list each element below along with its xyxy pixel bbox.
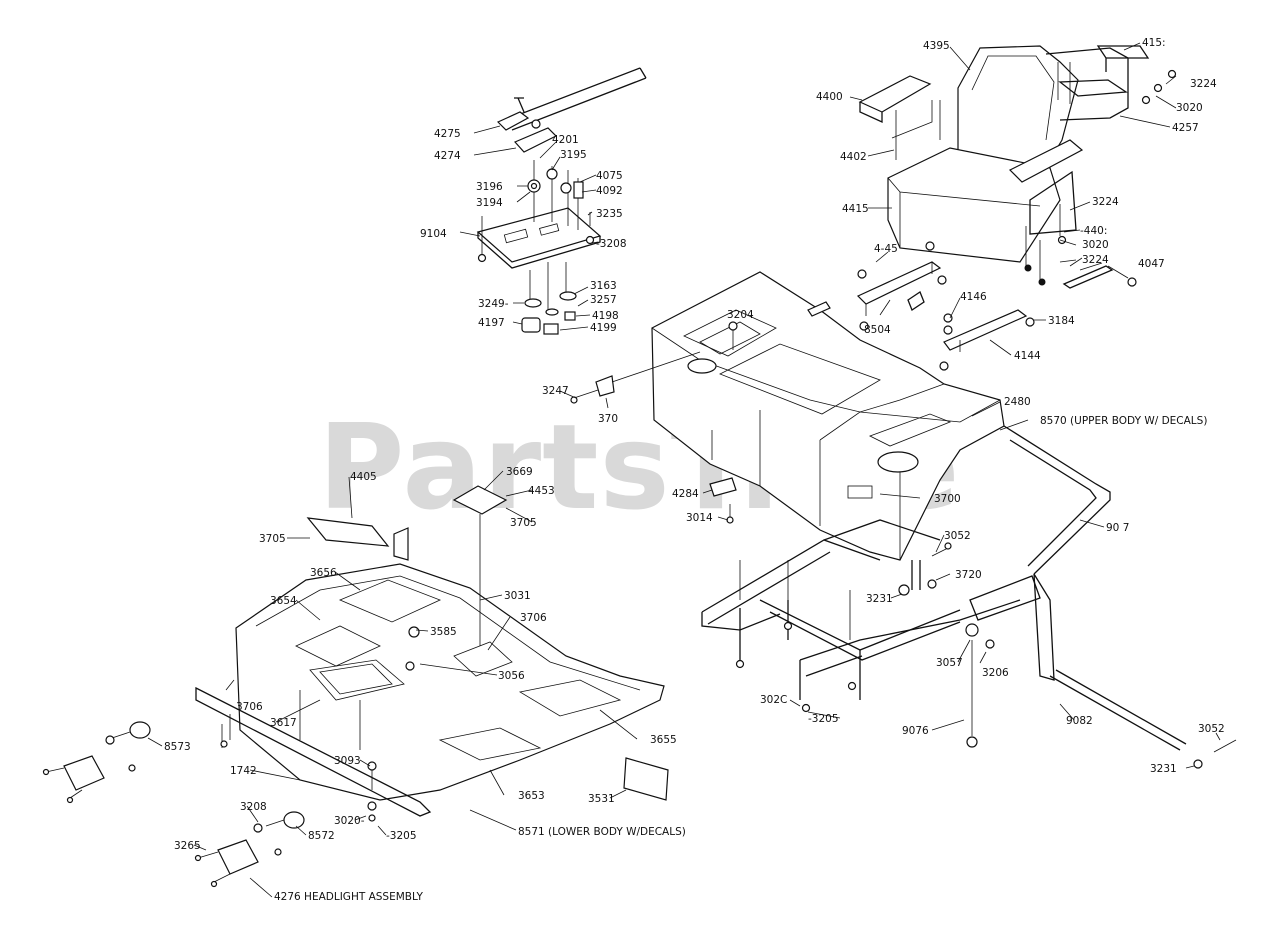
label-3163: 3163 (590, 280, 617, 292)
label-4284: 4284 (672, 488, 699, 500)
headlight-left (42, 721, 151, 804)
label-3020-lower: 3020- (334, 815, 365, 827)
label-3617: 3617 (270, 717, 297, 729)
label-3093: 3093 (334, 755, 361, 767)
label-2480: 2480 (1004, 396, 1031, 408)
label-4075: 4075 (596, 170, 623, 182)
label-3052-right: 3052 (1198, 723, 1225, 735)
label-3206: 3206 (982, 667, 1009, 679)
label-9082: 9082 (1066, 715, 1093, 727)
label-3224-top: 3224 (1190, 78, 1217, 90)
label-4405: 4405 (350, 471, 377, 483)
label-4047: 4047 (1138, 258, 1165, 270)
seat-assembly (858, 45, 1177, 289)
control-plate-assembly (476, 67, 647, 335)
label-4275: 4275 (434, 128, 461, 140)
label-4274: 4274 (434, 150, 461, 162)
label-3031: 3031 (504, 590, 531, 602)
label-3231-mid: 3231 (866, 593, 893, 605)
label-4402: 4402 (840, 151, 867, 163)
label-4400: 4400 (816, 91, 843, 103)
label-3057: 3057 (936, 657, 963, 669)
label-3655: 3655 (650, 734, 677, 746)
label-3196: 3196 (476, 181, 503, 193)
label-3184: 3184 (1048, 315, 1075, 327)
label-4146: 4146 (960, 291, 987, 303)
label-9076: 9076 (902, 725, 929, 737)
label-3231-right: 3231 (1150, 763, 1177, 775)
label-415: 415: (1142, 37, 1166, 49)
label-4092: 4092 (596, 185, 623, 197)
label-4197: 4197 (478, 317, 505, 329)
label-3653: 3653 (518, 790, 545, 802)
label-8504: 8504 (864, 324, 891, 336)
label-3654: 3654 (270, 595, 297, 607)
upper-body (570, 271, 1005, 561)
label-4401: -440: (1080, 225, 1107, 237)
label-3706-top: 3706 (520, 612, 547, 624)
label-9077: 90 7 (1106, 522, 1129, 534)
label-3014: 3014 (686, 512, 713, 524)
label-3020-frame: 302C (760, 694, 787, 706)
label-4453: 4453 (528, 485, 555, 497)
label-3249: 3249- (478, 298, 509, 310)
label-3205-frame: -3205 (808, 713, 839, 725)
label-3208-top: -3208 (596, 238, 627, 250)
label-3720: 3720 (955, 569, 982, 581)
headlight-right (194, 811, 305, 888)
label-8570-upper-body: 8570 (UPPER BODY W/ DECALS) (1040, 415, 1207, 427)
label-8573: 8573 (164, 741, 191, 753)
label-3205-lower: -3205 (386, 830, 417, 842)
label-3585: 3585 (430, 626, 457, 638)
label-4145: 4-45 (874, 243, 898, 255)
label-370: 370 (598, 413, 618, 425)
label-4257: 4257 (1172, 122, 1199, 134)
label-3052-mid: 3052 (944, 530, 971, 542)
lower-body (195, 485, 669, 822)
label-3700: 3700 (934, 493, 961, 505)
label-3531: 3531 (588, 793, 615, 805)
label-3706-left: 3706 (236, 701, 263, 713)
label-3247: 3247 (542, 385, 569, 397)
leader-lines (147, 42, 1221, 898)
label-3257: 3257 (590, 294, 617, 306)
frame (701, 425, 1237, 769)
label-3194: 3194 (476, 197, 503, 209)
label-8572: 8572 (308, 830, 335, 842)
label-3224-low: 3224 (1082, 254, 1109, 266)
part-labels: 4275 4274 4201 3195 3196 4075 3194 4092 … (164, 37, 1225, 903)
label-3208-lower: 3208 (240, 801, 267, 813)
label-3056: 3056 (498, 670, 525, 682)
label-8571-lower-body: 8571 (LOWER BODY W/DECALS) (518, 826, 686, 838)
label-3235: 3235 (596, 208, 623, 220)
label-3705-left: 3705 (259, 533, 286, 545)
seat-rails (856, 241, 1035, 371)
label-4201: 4201 (552, 134, 579, 146)
label-3020-mid: 3020 (1082, 239, 1109, 251)
label-3265: 3265 (174, 840, 201, 852)
label-3224-mid: 3224 (1092, 196, 1119, 208)
label-4198: 4198 (592, 310, 619, 322)
label-4415: 4415 (842, 203, 869, 215)
label-4199: 4199 (590, 322, 617, 334)
label-3705-right: 3705 (510, 517, 537, 529)
label-3020-top: 3020 (1176, 102, 1203, 114)
label-9104: 9104 (420, 228, 447, 240)
label-3669: 3669 (506, 466, 533, 478)
label-4276-headlight-assembly: 4276 HEADLIGHT ASSEMBLY (274, 891, 423, 903)
label-3195: 3195 (560, 149, 587, 161)
label-3656: 3656 (310, 567, 337, 579)
label-1742: 1742 (230, 765, 257, 777)
label-3204: 3204 (727, 309, 754, 321)
label-4144: 4144 (1014, 350, 1041, 362)
label-4395: 4395 (923, 40, 950, 52)
